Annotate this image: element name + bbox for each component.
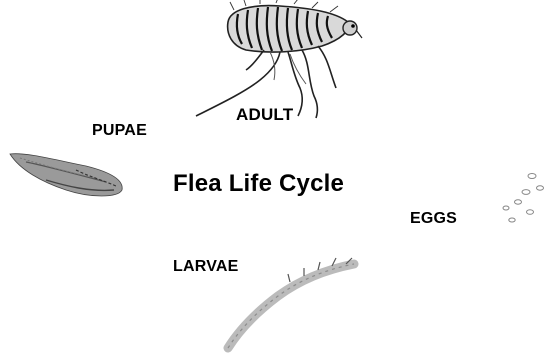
stage-label-adult: ADULT: [236, 105, 293, 125]
stage-label-pupae: PUPAE: [92, 122, 147, 140]
stage-label-larvae: LARVAE: [173, 258, 239, 276]
diagram-title: Flea Life Cycle: [173, 170, 344, 198]
larvae-illustration: [220, 252, 370, 352]
eggs-illustration: [496, 168, 546, 228]
pupae-cocoon-illustration: [6, 146, 126, 201]
stage-label-eggs: EGGS: [410, 210, 457, 228]
